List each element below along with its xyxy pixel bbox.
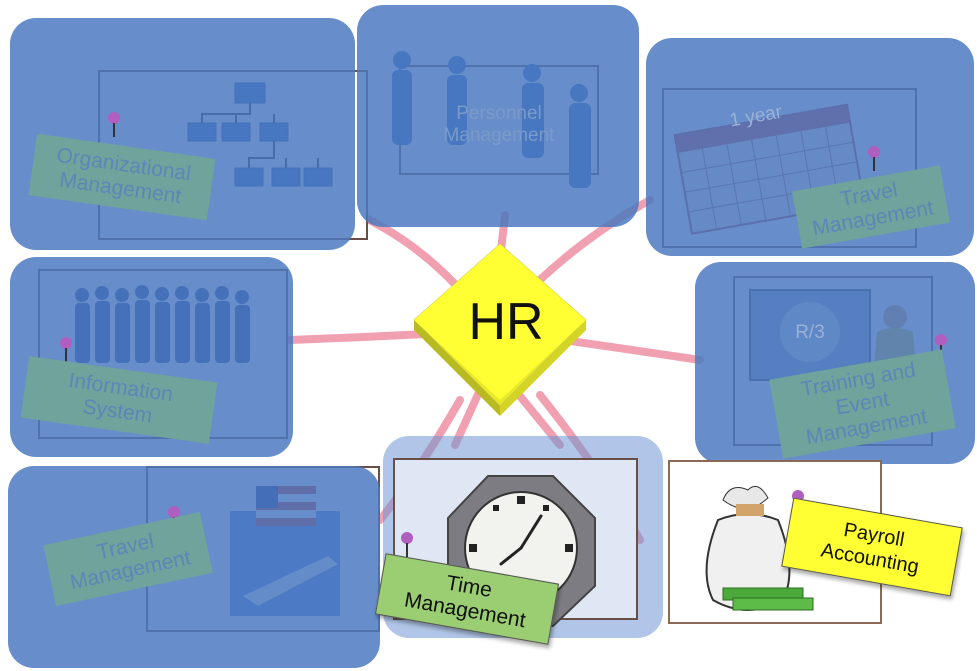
module-travel-management-top[interactable]: 1 year Travel Management (646, 38, 974, 256)
connector-time-right (511, 386, 564, 449)
pin-icon (108, 112, 120, 137)
pin-icon (401, 532, 413, 557)
pin-icon (868, 146, 880, 171)
personnel-panel (357, 5, 639, 227)
hr-label: HR (468, 293, 544, 351)
training-screen-text: R/3 (795, 322, 825, 343)
money-bag-icon (705, 485, 814, 611)
pin-icon (60, 337, 72, 362)
module-organizational-management[interactable]: Organizational Management (10, 18, 368, 250)
connector-time-left (451, 386, 484, 449)
module-payroll-accounting[interactable]: Payroll Accounting (668, 460, 968, 628)
module-personnel-management[interactable]: Personnel Management (357, 5, 639, 227)
module-training-event-management[interactable]: R/3 Training and Event Management (695, 262, 975, 464)
module-travel-management-bottom[interactable]: Travel Management (8, 466, 380, 668)
pin-icon (935, 334, 947, 359)
personnel-label: Personnel Management (443, 103, 555, 146)
hr-center: HR (410, 238, 590, 418)
module-time-management[interactable]: Time Management (374, 436, 663, 645)
hr-diamond-shape (413, 243, 587, 416)
module-information-system[interactable]: Information System (10, 257, 293, 457)
